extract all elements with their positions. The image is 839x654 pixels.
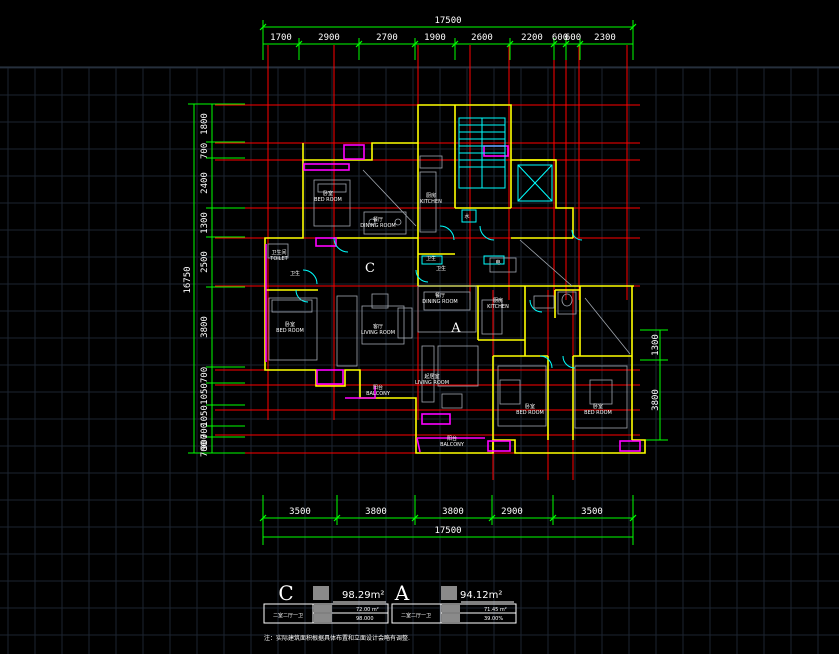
- legend-a-letter: A: [394, 581, 410, 605]
- legend-c-row1: 72.00 m²: [356, 607, 379, 613]
- room-english-label: KITCHEN: [487, 304, 509, 310]
- left-dimension-label: 900: [200, 434, 210, 450]
- bottom-total-dimension: 17500: [434, 526, 461, 536]
- area-swatch-a: [441, 586, 457, 600]
- room-english-label: KITCHEN: [420, 199, 442, 205]
- room-name-label: 起居室: [424, 373, 439, 380]
- left-dimension-label: 1300: [200, 212, 210, 234]
- walls: [264, 104, 646, 454]
- left-dimension-label: 700: [200, 143, 210, 159]
- top-dimension-label: 2600: [471, 33, 493, 43]
- dimension-ticks: [259, 23, 637, 522]
- bottom-dimension-label: 3500: [289, 507, 311, 517]
- room-english-label: BALCONY: [366, 391, 391, 397]
- unit-c-letter: C: [365, 261, 375, 276]
- left-dimension-label: 700: [200, 423, 210, 439]
- room-name-label: 厨房: [426, 192, 436, 199]
- room-english-label: LIVING ROOM: [361, 330, 395, 336]
- room-name-label: 卫生: [290, 270, 300, 277]
- legend-a-type: 二室二厅一卫: [401, 612, 431, 619]
- bottom-dimension-label: 3800: [365, 507, 387, 517]
- room-english-label: BED ROOM: [516, 410, 544, 416]
- top-total-dimension: 17500: [434, 16, 461, 26]
- background-grid: [0, 66, 839, 654]
- room-name-label: 水: [464, 213, 469, 220]
- room-name-label: 餐厅: [373, 216, 383, 223]
- legend-a-row1: 71.45 m²: [484, 607, 507, 613]
- room-name-label: 卧室: [593, 403, 603, 410]
- stair-core: [458, 117, 553, 202]
- left-dimension-label: 1050: [200, 405, 210, 427]
- bottom-segment-dimensions: 3500 3800 3800 2900 3500: [289, 507, 603, 517]
- room-name-label: 阳台: [447, 435, 457, 442]
- room-english-label: BALCONY: [440, 442, 465, 448]
- room-name-label: 阳台: [373, 384, 383, 391]
- left-dimension-label: 1800: [200, 113, 210, 135]
- right-dimension-label: 3800: [651, 389, 661, 411]
- room-name-label: 卫生: [426, 255, 436, 262]
- dimension-chains: [188, 20, 668, 545]
- left-dimension-label: 2500: [200, 251, 210, 273]
- room-name-label: 卧室: [323, 190, 333, 197]
- top-dimension-label: 1700: [270, 33, 292, 43]
- left-dimension-label: 700: [200, 367, 210, 383]
- room-name-label: 卫生: [436, 265, 446, 272]
- area-swatch-c: [313, 586, 329, 600]
- top-dimension-label: 2700: [376, 33, 398, 43]
- left-dimension-label: 1050: [200, 383, 210, 405]
- room-name-label: 餐厅: [435, 292, 445, 299]
- room-english-label: LIVING ROOM: [415, 380, 449, 386]
- room-name-label: 电: [495, 259, 500, 266]
- bottom-dimension-label: 3500: [581, 507, 603, 517]
- room-english-label: TOILET: [269, 256, 288, 262]
- top-dimension-label: 600: [565, 33, 581, 43]
- legend-note: 注：实际建筑面积根据具体布置和立面设计会略有调整.: [264, 634, 410, 642]
- room-name-label: 卧室: [285, 321, 295, 328]
- legend-c-area: 98.29m²: [342, 590, 384, 601]
- room-english-label: BED ROOM: [314, 197, 342, 203]
- left-dimension-label: 3800: [200, 316, 210, 338]
- unit-a-letter: A: [450, 321, 461, 336]
- legend-a-area: 94.12m²: [460, 590, 502, 601]
- left-total-dimension: 16750: [183, 266, 193, 293]
- room-english-label: DINING ROOM: [422, 299, 457, 305]
- legend-c-type: 二室二厅一卫: [273, 612, 303, 619]
- furniture: [267, 155, 628, 429]
- left-dimension-label: 700: [200, 441, 210, 457]
- area-legend: C 98.29m² 二室二厅一卫 72.00 m² 98.000 A 94.12…: [263, 581, 517, 642]
- room-english-label: DINING ROOM: [360, 223, 395, 229]
- right-segment-dimensions: 1300 3800: [651, 334, 661, 411]
- legend-c-row2: 98.000: [356, 616, 374, 622]
- bottom-dimension-label: 3800: [442, 507, 464, 517]
- top-dimension-label: 600: [552, 33, 568, 43]
- top-dimension-label: 2200: [521, 33, 543, 43]
- right-dimension-label: 1300: [651, 334, 661, 356]
- room-name-label: 卫生间: [271, 249, 286, 256]
- bottom-dimension-label: 2900: [501, 507, 523, 517]
- room-name-label: 卧室: [525, 403, 535, 410]
- legend-a-row2: 39.00%: [484, 616, 503, 622]
- void-markers: [362, 169, 631, 355]
- windows: [265, 144, 641, 453]
- top-dimension-label: 1900: [424, 33, 446, 43]
- door-swings: [295, 209, 583, 369]
- room-english-label: BED ROOM: [584, 410, 612, 416]
- left-segment-dimensions: 1800700240013002500380070010501050700900…: [200, 113, 210, 457]
- top-dimension-label: 2900: [318, 33, 340, 43]
- top-dimension-label: 2300: [594, 33, 616, 43]
- room-english-label: BED ROOM: [276, 328, 304, 334]
- left-dimension-label: 2400: [200, 172, 210, 194]
- legend-c-letter: C: [278, 581, 293, 605]
- room-name-label: 厨房: [493, 297, 503, 304]
- room-name-label: 客厅: [373, 323, 383, 330]
